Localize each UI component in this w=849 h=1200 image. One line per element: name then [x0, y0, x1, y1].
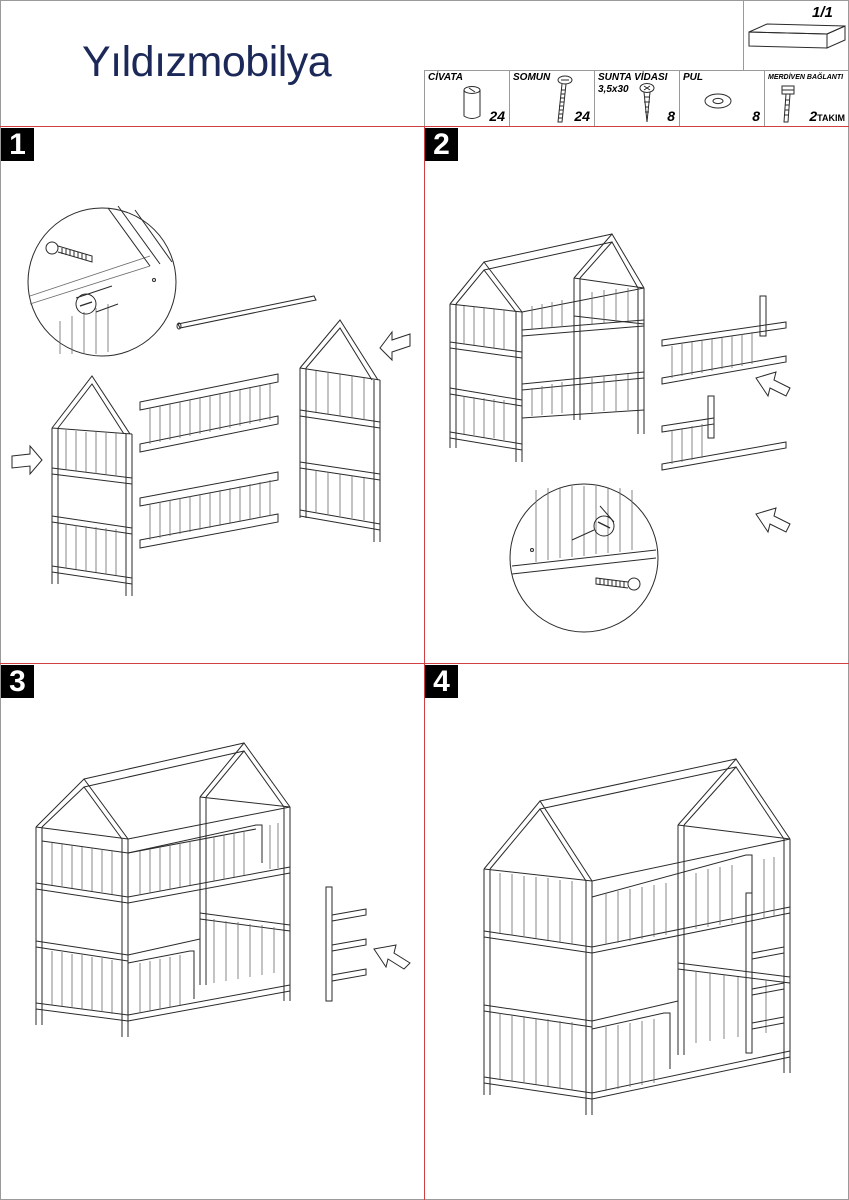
divider — [424, 70, 849, 71]
hardware-qty-number: 2 — [809, 108, 818, 124]
hardware-item-barrel-nut: CİVATA 24 — [424, 70, 509, 126]
arrow-icon — [11, 444, 43, 476]
hardware-table: CİVATA 24 SOMUN 24 SUNTA VİDASI 3,5x30 8 — [424, 70, 849, 126]
bunk-bed-partial — [35, 742, 291, 1037]
step-number-4: 4 — [425, 665, 458, 698]
assembled-frame — [449, 233, 645, 462]
hardware-qty: 24 — [489, 108, 505, 124]
arrow-icon — [373, 944, 411, 970]
brand-logo: Yıldızmobilya — [82, 38, 332, 86]
arrow-icon — [755, 507, 791, 534]
hardware-name: SOMUN — [513, 72, 551, 83]
detail-magnifier — [509, 483, 659, 633]
page-number: 1/1 — [812, 4, 833, 21]
step-2-illustration — [449, 233, 791, 633]
hardware-size: 3,5x30 — [598, 84, 629, 95]
hardware-name: SUNTA VİDASI — [598, 72, 668, 83]
hardware-qty: 8 — [752, 108, 760, 124]
step-number-1: 1 — [1, 128, 34, 161]
step-4-illustration — [483, 758, 791, 1115]
grid-line-vertical — [424, 126, 425, 1200]
right-end-panel — [299, 319, 381, 542]
ladder-bolt-icon — [781, 85, 795, 123]
side-rail-lower — [139, 471, 279, 549]
divider — [743, 0, 744, 70]
left-end-panel — [51, 375, 133, 596]
barrel-nut-icon — [463, 86, 481, 119]
hardware-qty: 8 — [667, 108, 675, 124]
detail-magnifier — [27, 205, 177, 357]
bolt-icon — [557, 75, 573, 123]
hardware-qty: 2TAKIM — [809, 108, 845, 124]
hardware-item-ladder-bolt: MERDİVEN BAĞLANTI 2TAKIM — [764, 70, 849, 126]
guard-rail-upper — [661, 295, 787, 385]
side-rail-upper — [139, 373, 279, 453]
bunk-bed-complete — [483, 758, 791, 1115]
step-1-illustration — [11, 205, 411, 596]
wood-screw-icon — [639, 83, 655, 123]
step-3-illustration — [35, 742, 411, 1037]
hardware-qty: 24 — [574, 108, 590, 124]
hardware-item-wood-screw: SUNTA VİDASI 3,5x30 8 — [594, 70, 679, 126]
arrow-icon — [755, 371, 791, 398]
arrow-icon — [379, 330, 411, 362]
hardware-qty-unit: TAKIM — [817, 113, 845, 123]
panel-board-icon — [748, 23, 846, 49]
rod-part — [176, 295, 317, 330]
ladder-part — [325, 886, 367, 1002]
hardware-name: MERDİVEN BAĞLANTI — [768, 74, 844, 81]
washer-icon — [704, 93, 732, 109]
step-number-2: 2 — [425, 128, 458, 161]
step-number-3: 3 — [1, 665, 34, 698]
hardware-item-bolt: SOMUN 24 — [509, 70, 594, 126]
guard-rail-lower — [661, 395, 787, 471]
hardware-item-washer: PUL 8 — [679, 70, 764, 126]
hardware-name: CİVATA — [428, 72, 463, 83]
hardware-name: PUL — [683, 72, 703, 83]
